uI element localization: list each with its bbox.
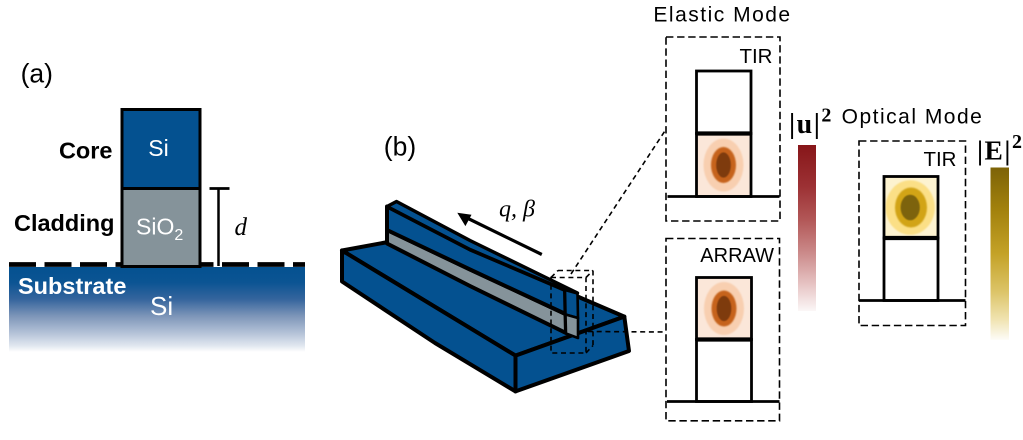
svg-text:Cladding: Cladding [14, 210, 115, 236]
svg-text:TIR: TIR [739, 45, 772, 68]
svg-text:ARRAW: ARRAW [700, 245, 774, 267]
svg-text:q, β: q, β [499, 197, 535, 223]
svg-text:Core: Core [59, 138, 113, 164]
svg-text:(a): (a) [21, 58, 53, 88]
svg-text:TIR: TIR [923, 148, 956, 171]
svg-text:|u|2: |u|2 [789, 105, 833, 141]
svg-text:Elastic Mode: Elastic Mode [653, 4, 791, 27]
svg-text:Si: Si [150, 291, 173, 321]
svg-text:(b): (b) [384, 132, 416, 162]
svg-text:|E|2: |E|2 [977, 131, 1023, 166]
svg-text:Si: Si [148, 135, 168, 161]
svg-text:Optical Mode: Optical Mode [842, 106, 984, 129]
svg-text:Substrate: Substrate [18, 273, 126, 299]
svg-text:d: d [235, 214, 248, 241]
